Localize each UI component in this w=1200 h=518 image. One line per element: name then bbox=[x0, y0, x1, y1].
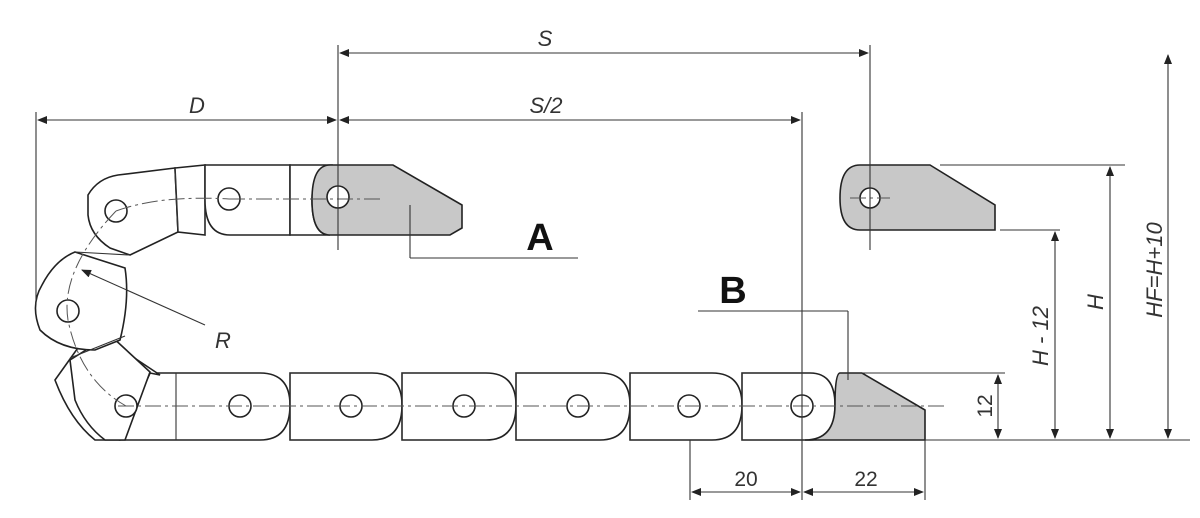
bend-link-upper-1 bbox=[174, 164, 206, 236]
extension-lines bbox=[35, 45, 1190, 500]
label-s-half: S/2 bbox=[529, 93, 562, 118]
label-22: 22 bbox=[854, 468, 877, 491]
label-s: S bbox=[538, 26, 553, 51]
bend-link-upper-left bbox=[87, 167, 179, 256]
label-hf: HF=H+10 bbox=[1142, 222, 1167, 318]
bracket-b bbox=[804, 372, 926, 441]
labels: S S/2 D R A B 20 22 12 H - 12 H HF=H+10 bbox=[189, 26, 1167, 491]
label-h-12: H - 12 bbox=[1028, 306, 1053, 366]
dimension-lines bbox=[37, 49, 1172, 496]
label-b: B bbox=[719, 270, 746, 312]
label-12: 12 bbox=[974, 394, 997, 417]
label-r: R bbox=[215, 328, 231, 353]
label-20: 20 bbox=[734, 468, 757, 491]
bend-link-left bbox=[34, 251, 128, 351]
label-a: A bbox=[526, 217, 553, 259]
bracket-detached bbox=[839, 164, 996, 231]
chain-bend bbox=[34, 164, 334, 441]
label-d: D bbox=[189, 93, 205, 118]
label-h: H bbox=[1083, 294, 1108, 310]
bracket-a bbox=[311, 164, 463, 236]
dim-line-r bbox=[81, 269, 206, 326]
